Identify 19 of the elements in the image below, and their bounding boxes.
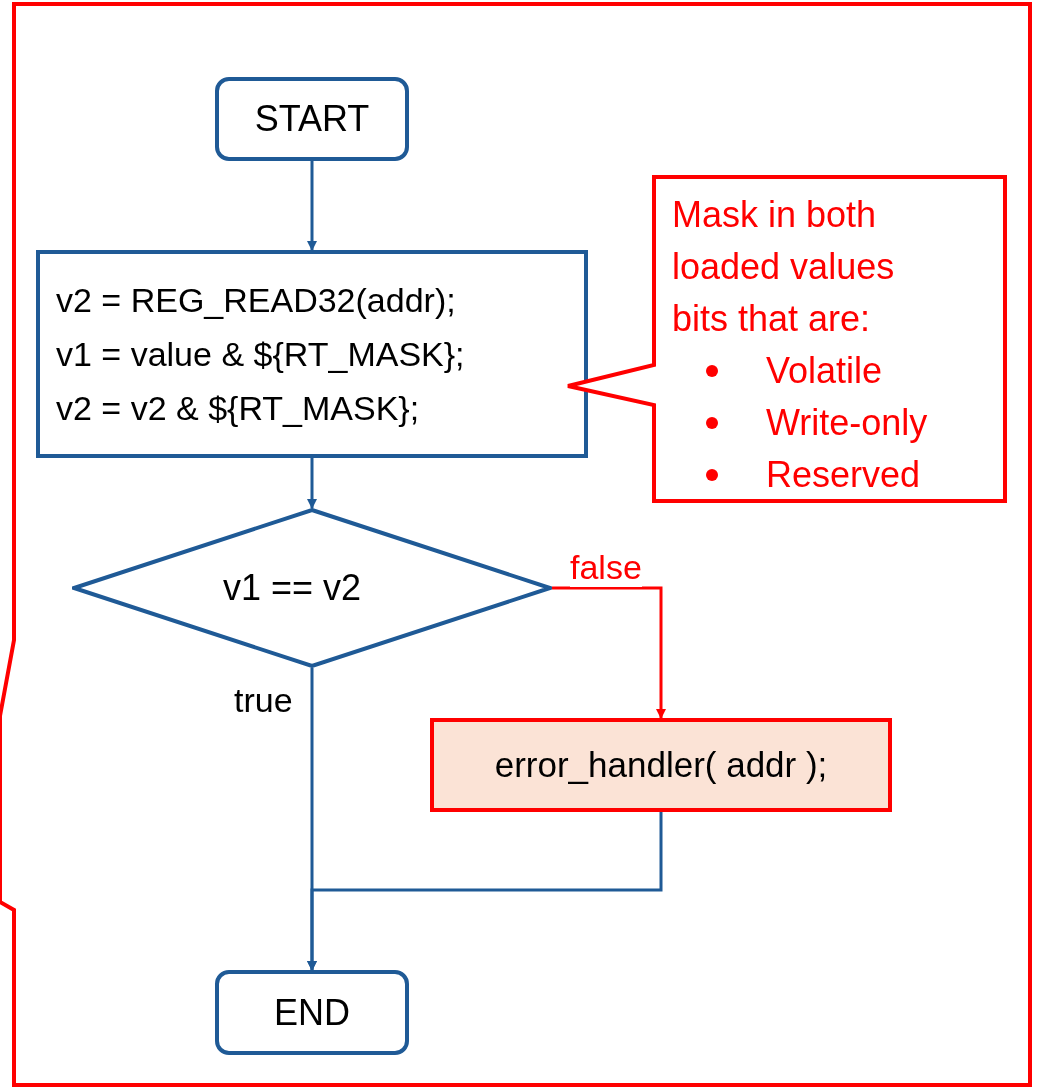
terminal-box [215, 970, 409, 1055]
error-box [430, 718, 892, 812]
code-line: v1 = value & ${RT_MASK}; [56, 334, 466, 375]
connector-arrow [307, 161, 317, 251]
code-line: v2 = v2 & ${RT_MASK}; [56, 388, 421, 429]
condition-label: v1 == v2 [222, 566, 362, 610]
bullet-text: Volatile [766, 349, 883, 393]
connector-arrow [307, 812, 663, 971]
note-text: Mask in both loaded values bits that are: [672, 193, 896, 341]
process-box [36, 250, 588, 458]
terminal-label: END [274, 990, 350, 1035]
terminal-box [215, 77, 409, 161]
bullet-text: Reserved [766, 453, 921, 497]
handler-call: error_handler( addr ); [494, 743, 828, 786]
terminal-label: START [254, 97, 370, 141]
code-line: v2 = REG_READ32(addr); [56, 280, 457, 321]
connector-arrow [307, 458, 317, 509]
connector-arrow [552, 586, 666, 719]
bullet-text: Write-only [766, 401, 928, 445]
